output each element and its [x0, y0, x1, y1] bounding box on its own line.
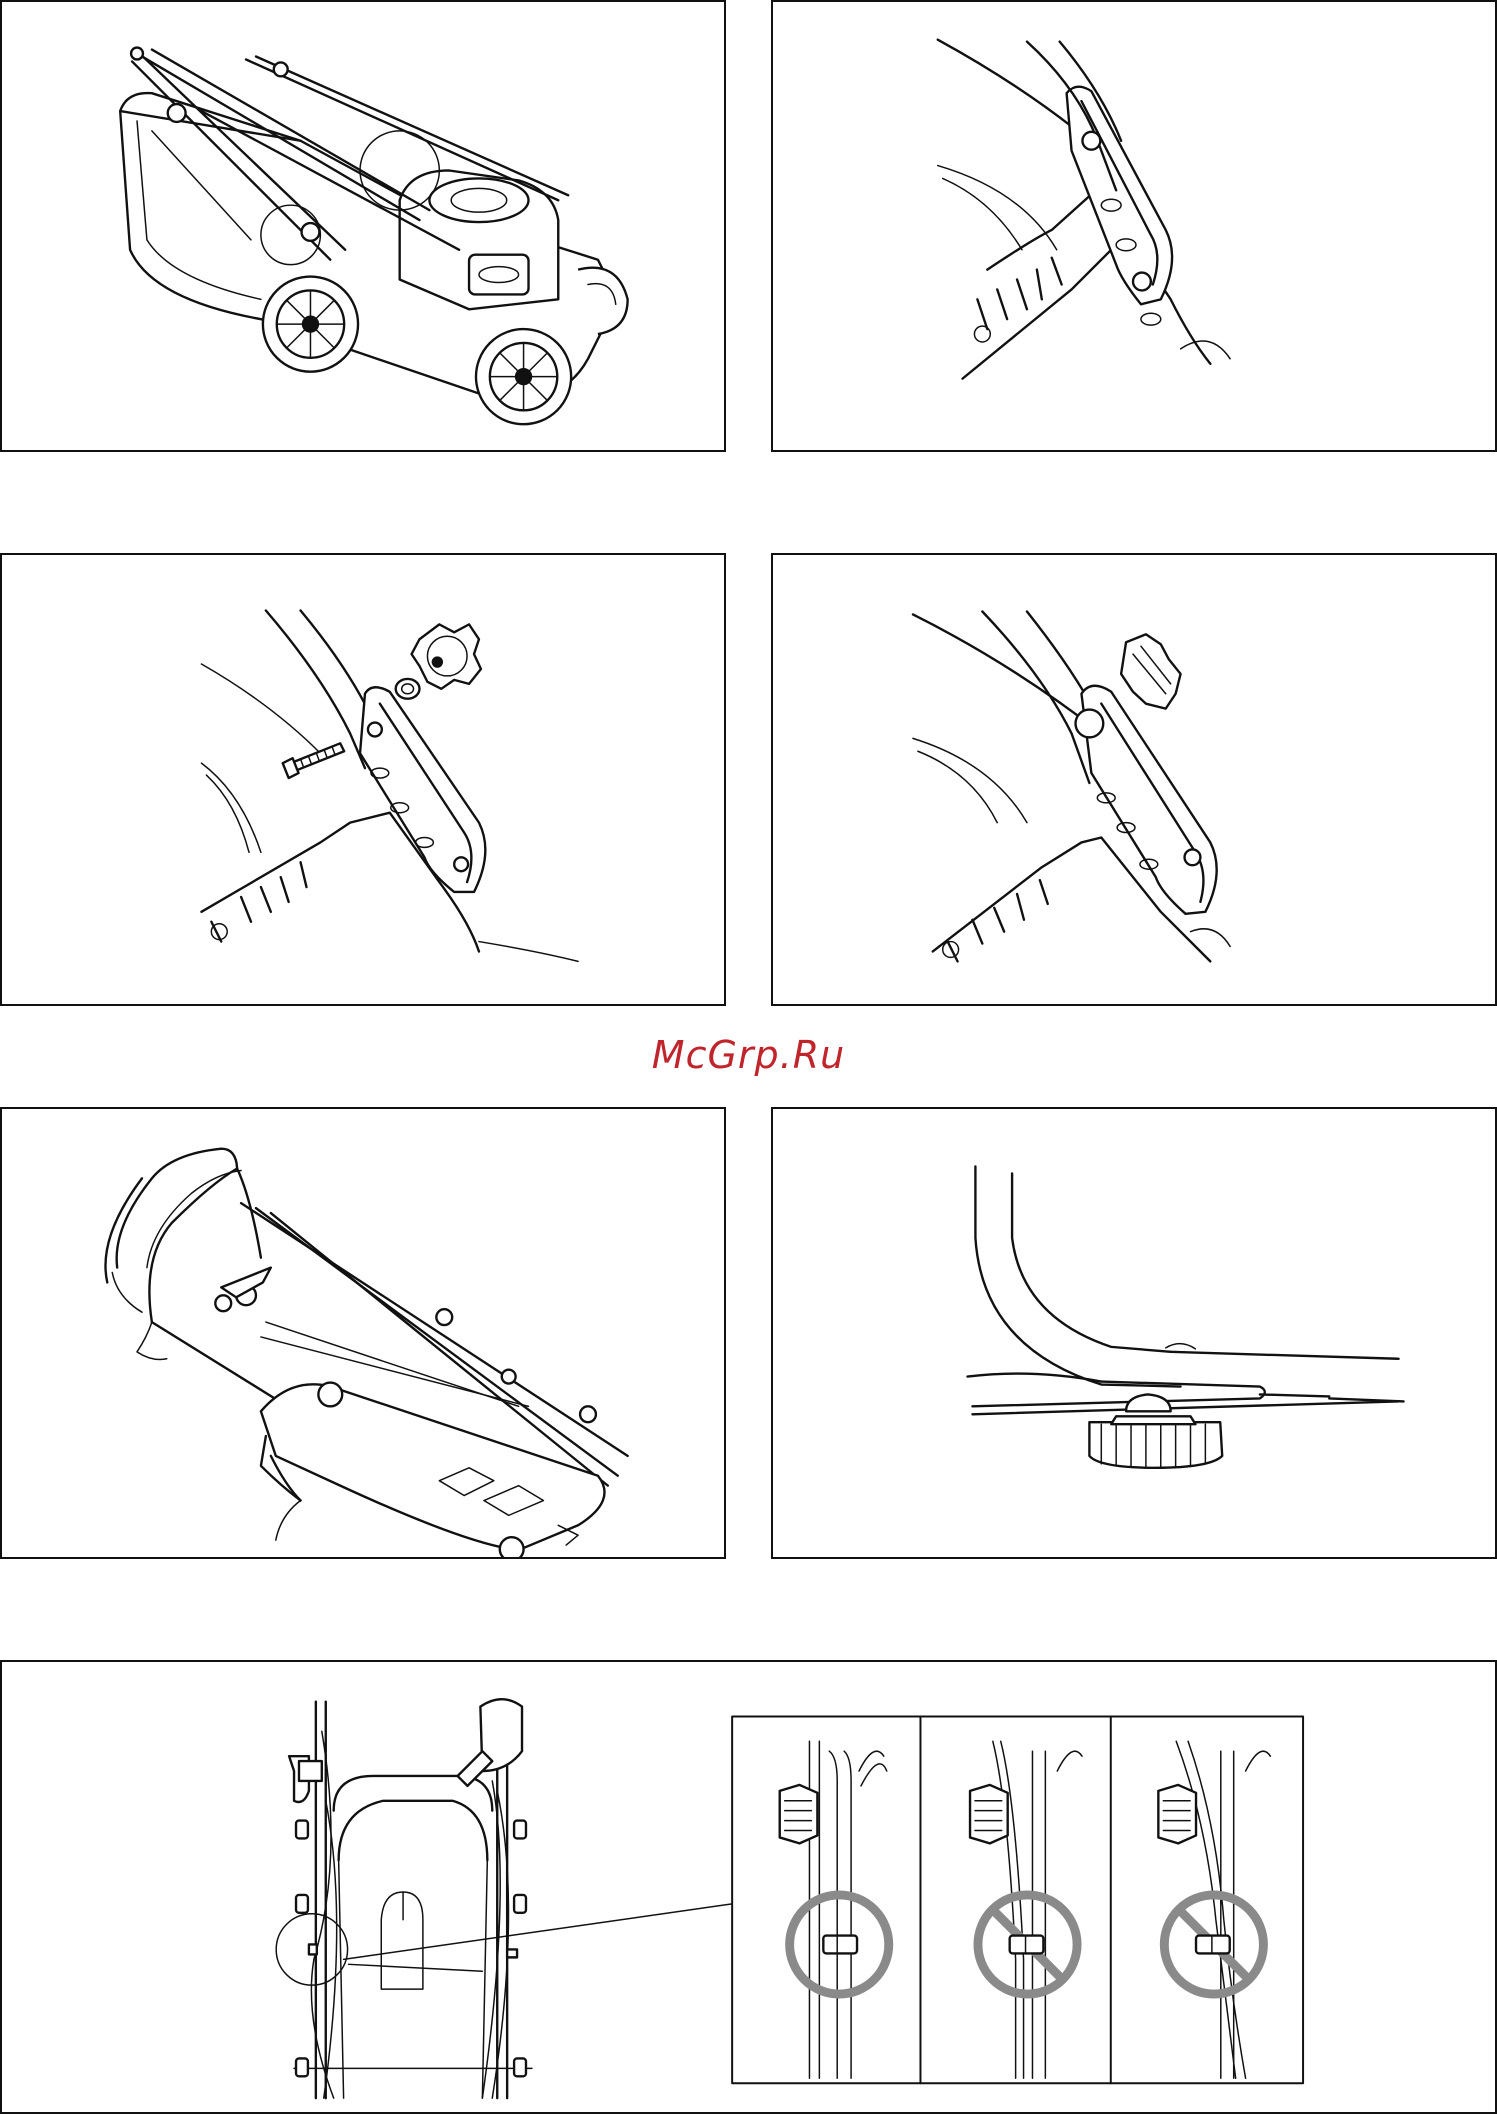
figure-lawnmower-overview [0, 0, 726, 452]
figure-knob-tightened [771, 553, 1497, 1006]
handle-bracket-icon [773, 2, 1495, 450]
cable-clip-correct-icon [780, 1741, 889, 2078]
bolt-and-knob-exploded-icon [2, 555, 724, 1004]
figure-folded-handle [0, 1107, 726, 1559]
handle-knob-side-view-icon [773, 1109, 1495, 1557]
figure-handle-bracket [771, 0, 1497, 452]
lawnmower-overview-icon [2, 2, 724, 450]
knob-tightened-icon [773, 555, 1495, 1004]
cable-clip-wrong-icon [970, 1741, 1082, 2078]
cable-clip-wrong-icon [1158, 1741, 1270, 2078]
cable-routing-icon [2, 1662, 1495, 2112]
folded-handle-icon [2, 1109, 724, 1557]
watermark: McGrp.Ru [0, 1033, 1497, 1077]
figure-handle-knob-side [771, 1107, 1497, 1559]
figure-bolt-and-knob [0, 553, 726, 1006]
figure-cable-routing [0, 1660, 1497, 2114]
